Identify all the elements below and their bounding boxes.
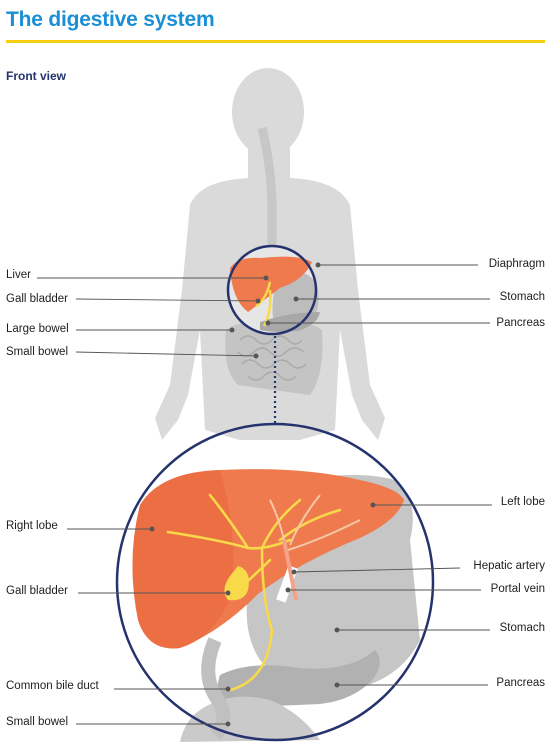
gall-bladder-shape	[224, 566, 249, 601]
label-small-bowel-top: Small bowel	[6, 346, 68, 358]
bile-duct-upper	[255, 281, 272, 327]
label-stomach-bottom: Stomach	[499, 622, 545, 634]
label-right-lobe: Right lobe	[6, 520, 58, 532]
leader-lines	[37, 262, 492, 727]
label-gall-bladder-bottom: Gall bladder	[6, 585, 69, 597]
page-title: The digestive system	[6, 8, 215, 31]
liver-upper	[230, 256, 312, 312]
label-liver: Liver	[6, 269, 31, 281]
title-underline	[6, 40, 545, 43]
bile-ducts	[166, 493, 342, 692]
label-common-bile-duct: Common bile duct	[6, 680, 99, 692]
label-pancreas-top: Pancreas	[496, 317, 545, 329]
label-small-bowel-bottom: Small bowel	[6, 716, 68, 728]
pancreas-upper	[260, 312, 320, 332]
label-gall-bladder-top: Gall bladder	[6, 293, 69, 305]
label-stomach-top: Stomach	[499, 291, 545, 303]
label-portal-vein: Portal vein	[490, 583, 545, 595]
liver-right-lobe-shade	[132, 470, 234, 649]
label-diaphragm: Diaphragm	[488, 258, 545, 270]
label-pancreas-bottom: Pancreas	[496, 677, 545, 689]
lower-zoom-circle	[115, 422, 435, 742]
label-large-bowel: Large bowel	[6, 323, 69, 335]
label-hepatic-artery: Hepatic artery	[473, 560, 545, 572]
duodenum	[201, 637, 231, 740]
label-left-lobe: Left lobe	[500, 496, 545, 508]
pancreas-large	[217, 650, 380, 708]
esophagus	[257, 126, 277, 280]
view-subtitle: Front view	[6, 69, 67, 83]
